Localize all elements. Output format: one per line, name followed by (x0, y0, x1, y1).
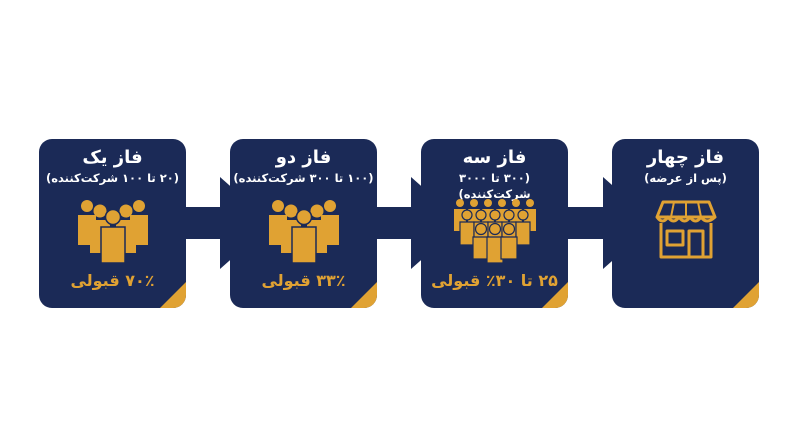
arrow-right-icon (172, 177, 272, 269)
storefront-icon (612, 197, 759, 265)
phase-title: فاز دو (275, 147, 332, 168)
phase-card-3: فاز سه (۳۰۰ تا ۳۰۰۰ شرکت‌کننده) (421, 139, 568, 308)
corner-accent (733, 282, 759, 308)
phase-participants: (۲۰ تا ۱۰۰ شرکت‌کننده) (45, 171, 180, 185)
phase-title: فاز یک (82, 147, 143, 168)
acceptance-rate: ۳۳٪ قبولی (261, 271, 346, 290)
phase-participants: (پس از عرضه) (644, 171, 727, 185)
phase-card-1: فاز یک (۲۰ تا ۱۰۰ شرکت‌کننده) ۷۰٪ قبولی (39, 139, 186, 308)
corner-accent (351, 282, 377, 308)
phase-participants: (۳۰۰ تا ۳۰۰۰ شرکت‌کننده) (458, 171, 531, 201)
phase-participants: (۱۰۰ تا ۳۰۰ شرکت‌کننده) (233, 171, 374, 185)
arrow-right-icon (363, 177, 463, 269)
phase-title: فاز چهار (646, 147, 725, 168)
corner-accent (542, 282, 568, 308)
arrow-right-icon (555, 177, 655, 269)
corner-accent (160, 282, 186, 308)
phase-card-2: فاز دو (۱۰۰ تا ۳۰۰ شرکت‌کننده) ۳۳٪ قبولی (230, 139, 377, 308)
phase-card-4: فاز چهار (پس از عرضه) (612, 139, 759, 308)
people-group-icon (39, 197, 186, 265)
people-group-icon (230, 197, 377, 265)
people-crowd-icon (421, 197, 568, 265)
acceptance-rate: ۷۰٪ قبولی (70, 271, 155, 290)
phase-title: فاز سه (462, 147, 527, 168)
